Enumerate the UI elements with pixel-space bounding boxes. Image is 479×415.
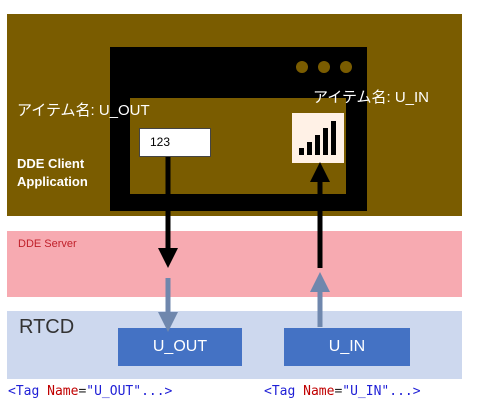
xml-value: "U_IN" bbox=[342, 384, 390, 399]
dde-server-label: DDE Server bbox=[18, 238, 77, 250]
u-in-tag-box: U_IN bbox=[284, 328, 410, 366]
window-dot-icon bbox=[340, 61, 352, 73]
item-name-in-label: アイテム名: U_IN bbox=[313, 89, 430, 106]
u-out-tag-box: U_OUT bbox=[118, 328, 242, 366]
xml-element: Tag bbox=[15, 384, 40, 399]
xml-element: Tag bbox=[271, 384, 296, 399]
xml-value: "U_OUT" bbox=[86, 384, 142, 399]
xml-equals: = bbox=[334, 384, 343, 399]
dde-client-label: DDE Client Application bbox=[17, 155, 88, 191]
item-name-out-label: アイテム名: U_OUT bbox=[17, 102, 150, 119]
dde-client-label-line1: DDE Client bbox=[17, 156, 85, 171]
xml-open: < bbox=[264, 384, 272, 399]
xml-tag-u-in: <Tag Name="U_IN"...> bbox=[264, 384, 421, 399]
xml-attribute: Name bbox=[303, 384, 335, 399]
rtcd-label: RTCD bbox=[19, 316, 75, 338]
dde-server-panel bbox=[7, 231, 462, 297]
xml-rest: ...> bbox=[141, 384, 173, 399]
xml-rest: ...> bbox=[389, 384, 421, 399]
xml-open: < bbox=[8, 384, 16, 399]
window-dot-icon bbox=[318, 61, 330, 73]
xml-attribute: Name bbox=[47, 384, 79, 399]
xml-tag-u-out: <Tag Name="U_OUT"...> bbox=[8, 384, 172, 399]
window-dot-icon bbox=[296, 61, 308, 73]
u-out-value-field: 123 bbox=[139, 128, 211, 157]
dde-client-label-line2: Application bbox=[17, 174, 88, 189]
signal-bars-icon bbox=[292, 113, 344, 163]
xml-equals: = bbox=[78, 384, 87, 399]
